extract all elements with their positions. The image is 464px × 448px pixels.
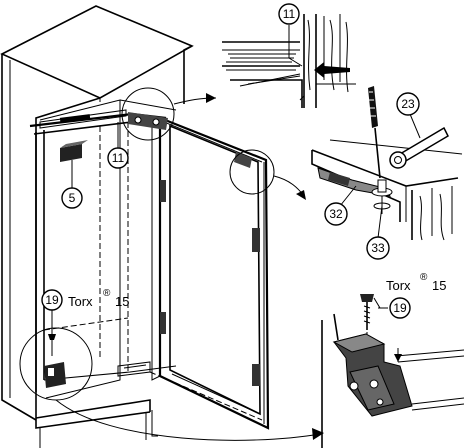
svg-text:15: 15 — [115, 294, 129, 309]
detail-circle-door-hinge — [229, 149, 275, 195]
callout-19-left: 19 — [41, 289, 63, 334]
svg-text:33: 33 — [371, 241, 385, 255]
callout-23: 23 — [396, 92, 420, 116]
svg-text:23: 23 — [401, 97, 415, 111]
callout-19-right: 19 — [373, 297, 411, 319]
svg-text:5: 5 — [69, 191, 76, 205]
svg-text:®: ® — [420, 272, 428, 283]
bottom-bracket-detail — [321, 294, 464, 448]
arrow-to-bottom-detail — [55, 399, 321, 441]
svg-text:32: 32 — [329, 207, 343, 221]
svg-text:Torx: Torx — [68, 294, 93, 309]
callout-33: 33 — [366, 236, 390, 260]
callout-32: 32 — [324, 202, 348, 226]
top-hinge-detail — [222, 14, 356, 108]
torx-label-left: Torx ® 15 — [68, 288, 129, 309]
torx-label-right: Torx ® 15 — [386, 272, 446, 293]
bottom-left-screw — [44, 334, 66, 388]
appliance-door — [117, 112, 270, 430]
callout-5: 5 — [61, 160, 83, 209]
callout-11-cabinet: 11 — [107, 122, 129, 169]
callout-11-top: 11 — [278, 3, 300, 25]
svg-text:19: 19 — [393, 301, 407, 315]
detail-circle-top-hinge — [121, 87, 175, 141]
svg-text:®: ® — [103, 288, 111, 299]
svg-text:11: 11 — [283, 7, 296, 21]
cabinet — [0, 5, 194, 448]
svg-text:15: 15 — [432, 278, 446, 293]
svg-text:Torx: Torx — [386, 278, 411, 293]
adjustment-detail — [311, 86, 463, 241]
part-5-block — [60, 140, 88, 162]
svg-text:19: 19 — [45, 293, 59, 307]
svg-text:11: 11 — [112, 151, 125, 165]
